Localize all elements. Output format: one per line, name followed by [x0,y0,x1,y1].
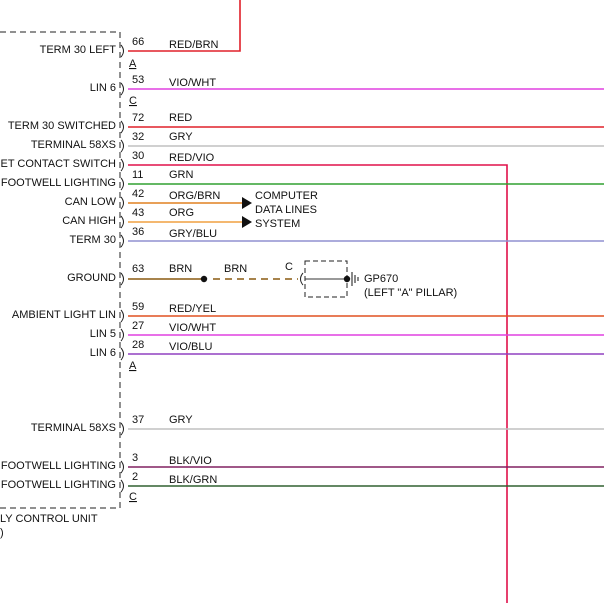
ground-symbol-icon [351,272,359,286]
connector-letter: C [129,95,137,107]
wire-color: RED/VIO [169,152,215,164]
pin-label: TERM 30 SWITCHED [8,120,116,132]
data-lines-label-3: SYSTEM [255,218,300,230]
wire-top-vertical [128,0,241,52]
pin-number: 36 [132,226,144,238]
wire-color: VIO/WHT [169,322,216,334]
pin-numbers: 66 53 72 32 30 11 42 43 36 63 59 27 28 3… [132,36,144,483]
pin-number: 32 [132,131,144,143]
pin-number: 28 [132,339,144,351]
pin-label: LIN 6 [90,82,116,94]
pin-number: 11 [132,169,143,181]
pin-number: 63 [132,263,144,275]
pin-number: 42 [132,188,144,200]
wire-color: BLK/VIO [169,455,212,467]
wire-color: ORG/BRN [169,190,220,202]
pin-label: LIN 6 [90,347,116,359]
pin-number: 53 [132,74,144,86]
can-low-arrow-icon [242,197,252,209]
wire-color: VIO/BLU [169,341,212,353]
wire-color: VIO/WHT [169,77,216,89]
pin-number: 3 [132,452,138,464]
connector-letter: A [129,58,137,70]
ground-connector-letter: C [285,261,293,273]
can-high-arrow-icon [242,216,252,228]
wire-color: RED/YEL [169,303,216,315]
pin-label: CAN LOW [65,196,117,208]
pin-label: TERM 30 LEFT [40,44,117,56]
pin-label: FOOTWELL LIGHTING [1,177,116,189]
pin-label: TERMINAL 58XS [31,139,116,151]
pin-number: 27 [132,320,144,332]
wire-color: BLK/GRN [169,474,217,486]
pin-label: CAN HIGH [62,215,116,227]
pin-number: 43 [132,207,144,219]
data-lines-label-2: DATA LINES [255,204,317,216]
pin-number: 37 [132,414,144,426]
wire-color: ORG [169,207,194,219]
pin-number: 66 [132,36,144,48]
pin-brackets [120,44,124,493]
connector-letter: A [129,360,137,372]
wire-color: GRN [169,169,194,181]
pin-label: FOOTWELL LIGHTING [1,460,116,472]
wire-color: RED [169,112,192,124]
pin-label: TERMINAL 58XS [31,422,116,434]
pin-label: FOOTWELL LIGHTING [1,479,116,491]
wire-colors: RED/BRN VIO/WHT RED GRY RED/VIO GRN ORG/… [169,39,220,486]
pin-label: LIN 5 [90,328,116,340]
wire-color: BRN [169,263,192,275]
pin-number: 72 [132,112,144,124]
pin-number: 59 [132,301,144,313]
wire-color: GRY [169,414,193,426]
ground-wire-color-2: BRN [224,263,247,275]
wire-contact-30 [128,164,508,603]
module-name-line-2: ) [0,527,4,539]
ground-location-label: (LEFT "A" PILLAR) [364,287,457,299]
splice-dot-icon [200,275,208,283]
pin-label: GROUND [67,272,116,284]
wire-color: GRY [169,131,193,143]
connector-letters: A C A C [129,58,137,503]
pin-label: AMBIENT LIGHT LIN [12,309,116,321]
ground-eyelet-icon [343,275,351,283]
ground-point-label: GP670 [364,273,398,285]
data-lines-label-1: COMPUTER [255,190,318,202]
pin-number: 30 [132,150,144,162]
module-name-line-1: LY CONTROL UNIT [0,513,98,525]
pin-number: 2 [132,471,138,483]
module-boundary [0,31,121,509]
wire-color: GRY/BLU [169,228,217,240]
ground-connector-icon [300,272,304,286]
pin-label: TERM 30 [70,234,116,246]
pin-label: ET CONTACT SWITCH [1,158,117,170]
pin-labels: TERM 30 LEFT LIN 6 TERM 30 SWITCHED TERM… [1,44,117,491]
wire-color: RED/BRN [169,39,219,51]
connector-letter: C [129,491,137,503]
